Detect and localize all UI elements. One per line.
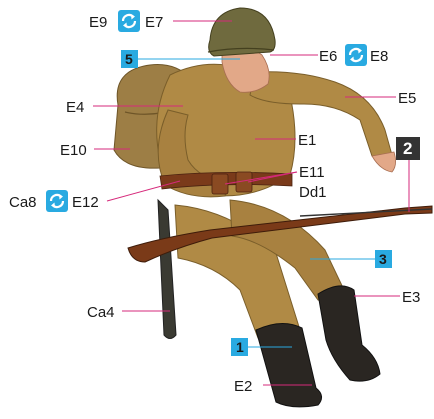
- leader-lines: [93, 20, 410, 386]
- label-e10: E10: [60, 142, 87, 159]
- swap-arrows-icon: [345, 44, 367, 66]
- part-labels: E9 E7 E6 E8 E4 E5 E1 E10 E11 Dd1 Ca8 E12…: [9, 14, 420, 395]
- label-e4: E4: [66, 99, 84, 116]
- boot-left: [255, 323, 322, 408]
- swap-arrows-icon: [46, 190, 68, 212]
- step-number-2: 2: [403, 139, 412, 158]
- step-box-5: 5: [121, 50, 138, 68]
- label-e7: E7: [145, 14, 163, 31]
- step-box-1: 1: [231, 338, 248, 356]
- step-number-5: 5: [125, 51, 133, 67]
- label-ca8: Ca8: [9, 194, 37, 211]
- label-e2: E2: [234, 378, 252, 395]
- label-e9: E9: [89, 14, 107, 31]
- boot-right: [317, 285, 381, 382]
- rifle: [127, 205, 433, 263]
- label-e11: E11: [299, 164, 325, 181]
- step-number-1: 1: [236, 339, 244, 355]
- step-box-2: 2: [396, 137, 420, 160]
- hand-right: [371, 151, 396, 173]
- label-dd1: Dd1: [299, 184, 327, 201]
- label-ca4: Ca4: [87, 304, 115, 321]
- leader-e11-b: [224, 171, 298, 185]
- swap-arrows-icon: [118, 10, 140, 32]
- leader-e12: [106, 180, 181, 202]
- stool-post: [157, 198, 177, 339]
- label-e8: E8: [370, 48, 388, 65]
- label-e1: E1: [298, 132, 316, 149]
- soldier-figure: [113, 7, 433, 408]
- label-e3: E3: [402, 289, 420, 306]
- label-e6: E6: [319, 48, 337, 65]
- label-e12: E12: [72, 194, 99, 211]
- label-e5: E5: [398, 90, 416, 107]
- step-number-3: 3: [379, 251, 387, 267]
- step-box-3: 3: [375, 250, 392, 268]
- helmet: [208, 7, 276, 57]
